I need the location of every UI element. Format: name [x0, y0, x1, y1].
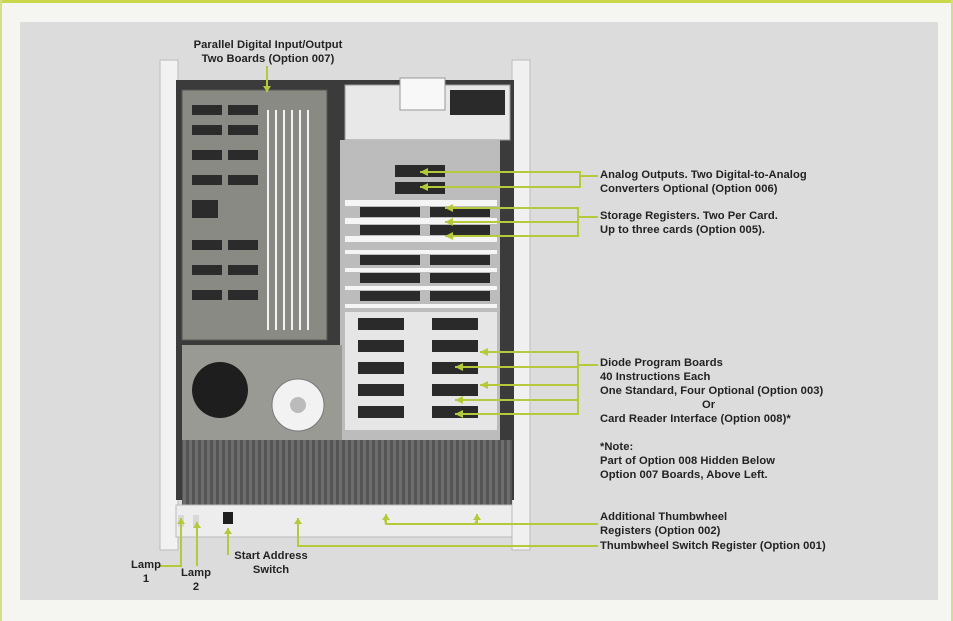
label-note: *Note: Part of Option 008 Hidden Below O…	[600, 440, 775, 482]
label-diode-program-boards: Diode Program Boards 40 Instructions Eac…	[600, 356, 823, 426]
label-diode-line1: Diode Program Boards	[600, 357, 723, 369]
label-analog-line1: Analog Outputs. Two Digital-to-Analog	[600, 169, 807, 181]
label-note-line3: Option 007 Boards, Above Left.	[600, 469, 768, 481]
label-parallel-io: Parallel Digital Input/Output Two Boards…	[178, 38, 358, 66]
label-start-address: Start Address Switch	[226, 549, 316, 577]
label-storage-line2: Up to three cards (Option 005).	[600, 224, 766, 236]
diode-program-boards	[345, 312, 497, 430]
label-additional-thumbwheel: Additional Thumbwheel Registers (Option …	[600, 510, 727, 538]
label-note-line1: *Note:	[600, 441, 634, 453]
label-parallel-io-line2: Two Boards (Option 007)	[201, 53, 335, 65]
label-start-line1: Start Address	[234, 550, 308, 562]
thumbwheel-area	[182, 440, 512, 505]
label-lamp2-line1: Lamp	[180, 567, 212, 579]
label-lamp2-line2: 2	[192, 581, 200, 593]
left-rail	[159, 59, 179, 551]
label-analog-outputs: Analog Outputs. Two Digital-to-Analog Co…	[600, 168, 807, 196]
label-diode-line4: Card Reader Interface (Option 008)*	[600, 413, 791, 425]
label-lamp-2: Lamp 2	[176, 566, 216, 594]
label-diode-or: Or	[702, 399, 716, 411]
label-thumbwheel-switch: Thumbwheel Switch Register (Option 001)	[600, 540, 826, 552]
label-diode-line3: One Standard, Four Optional (Option 003)	[600, 385, 824, 397]
label-note-line2: Part of Option 008 Hidden Below	[600, 455, 775, 467]
label-thumb-add-line1: Additional Thumbwheel	[600, 511, 728, 523]
left-border	[0, 0, 2, 621]
start-address-switch	[223, 512, 233, 524]
label-storage-registers: Storage Registers. Two Per Card. Up to t…	[600, 209, 778, 237]
label-parallel-io-line1: Parallel Digital Input/Output	[193, 39, 343, 51]
top-border	[0, 0, 953, 3]
label-start-line2: Switch	[252, 564, 290, 576]
right-border	[951, 0, 953, 621]
label-storage-line1: Storage Registers. Two Per Card.	[600, 210, 778, 222]
label-diode-line2: 40 Instructions Each	[600, 371, 711, 383]
label-lamp1-line2: 1	[142, 573, 150, 585]
label-lamp1-line1: Lamp	[130, 559, 162, 571]
leader-lines	[160, 66, 598, 567]
right-rail	[511, 59, 531, 551]
label-lamp-1: Lamp 1	[126, 558, 166, 586]
arrowheads	[177, 86, 488, 534]
transformer	[192, 362, 248, 418]
label-analog-line2: Converters Optional (Option 006)	[600, 183, 778, 195]
label-thumb-add-line2: Registers (Option 002)	[600, 525, 721, 537]
